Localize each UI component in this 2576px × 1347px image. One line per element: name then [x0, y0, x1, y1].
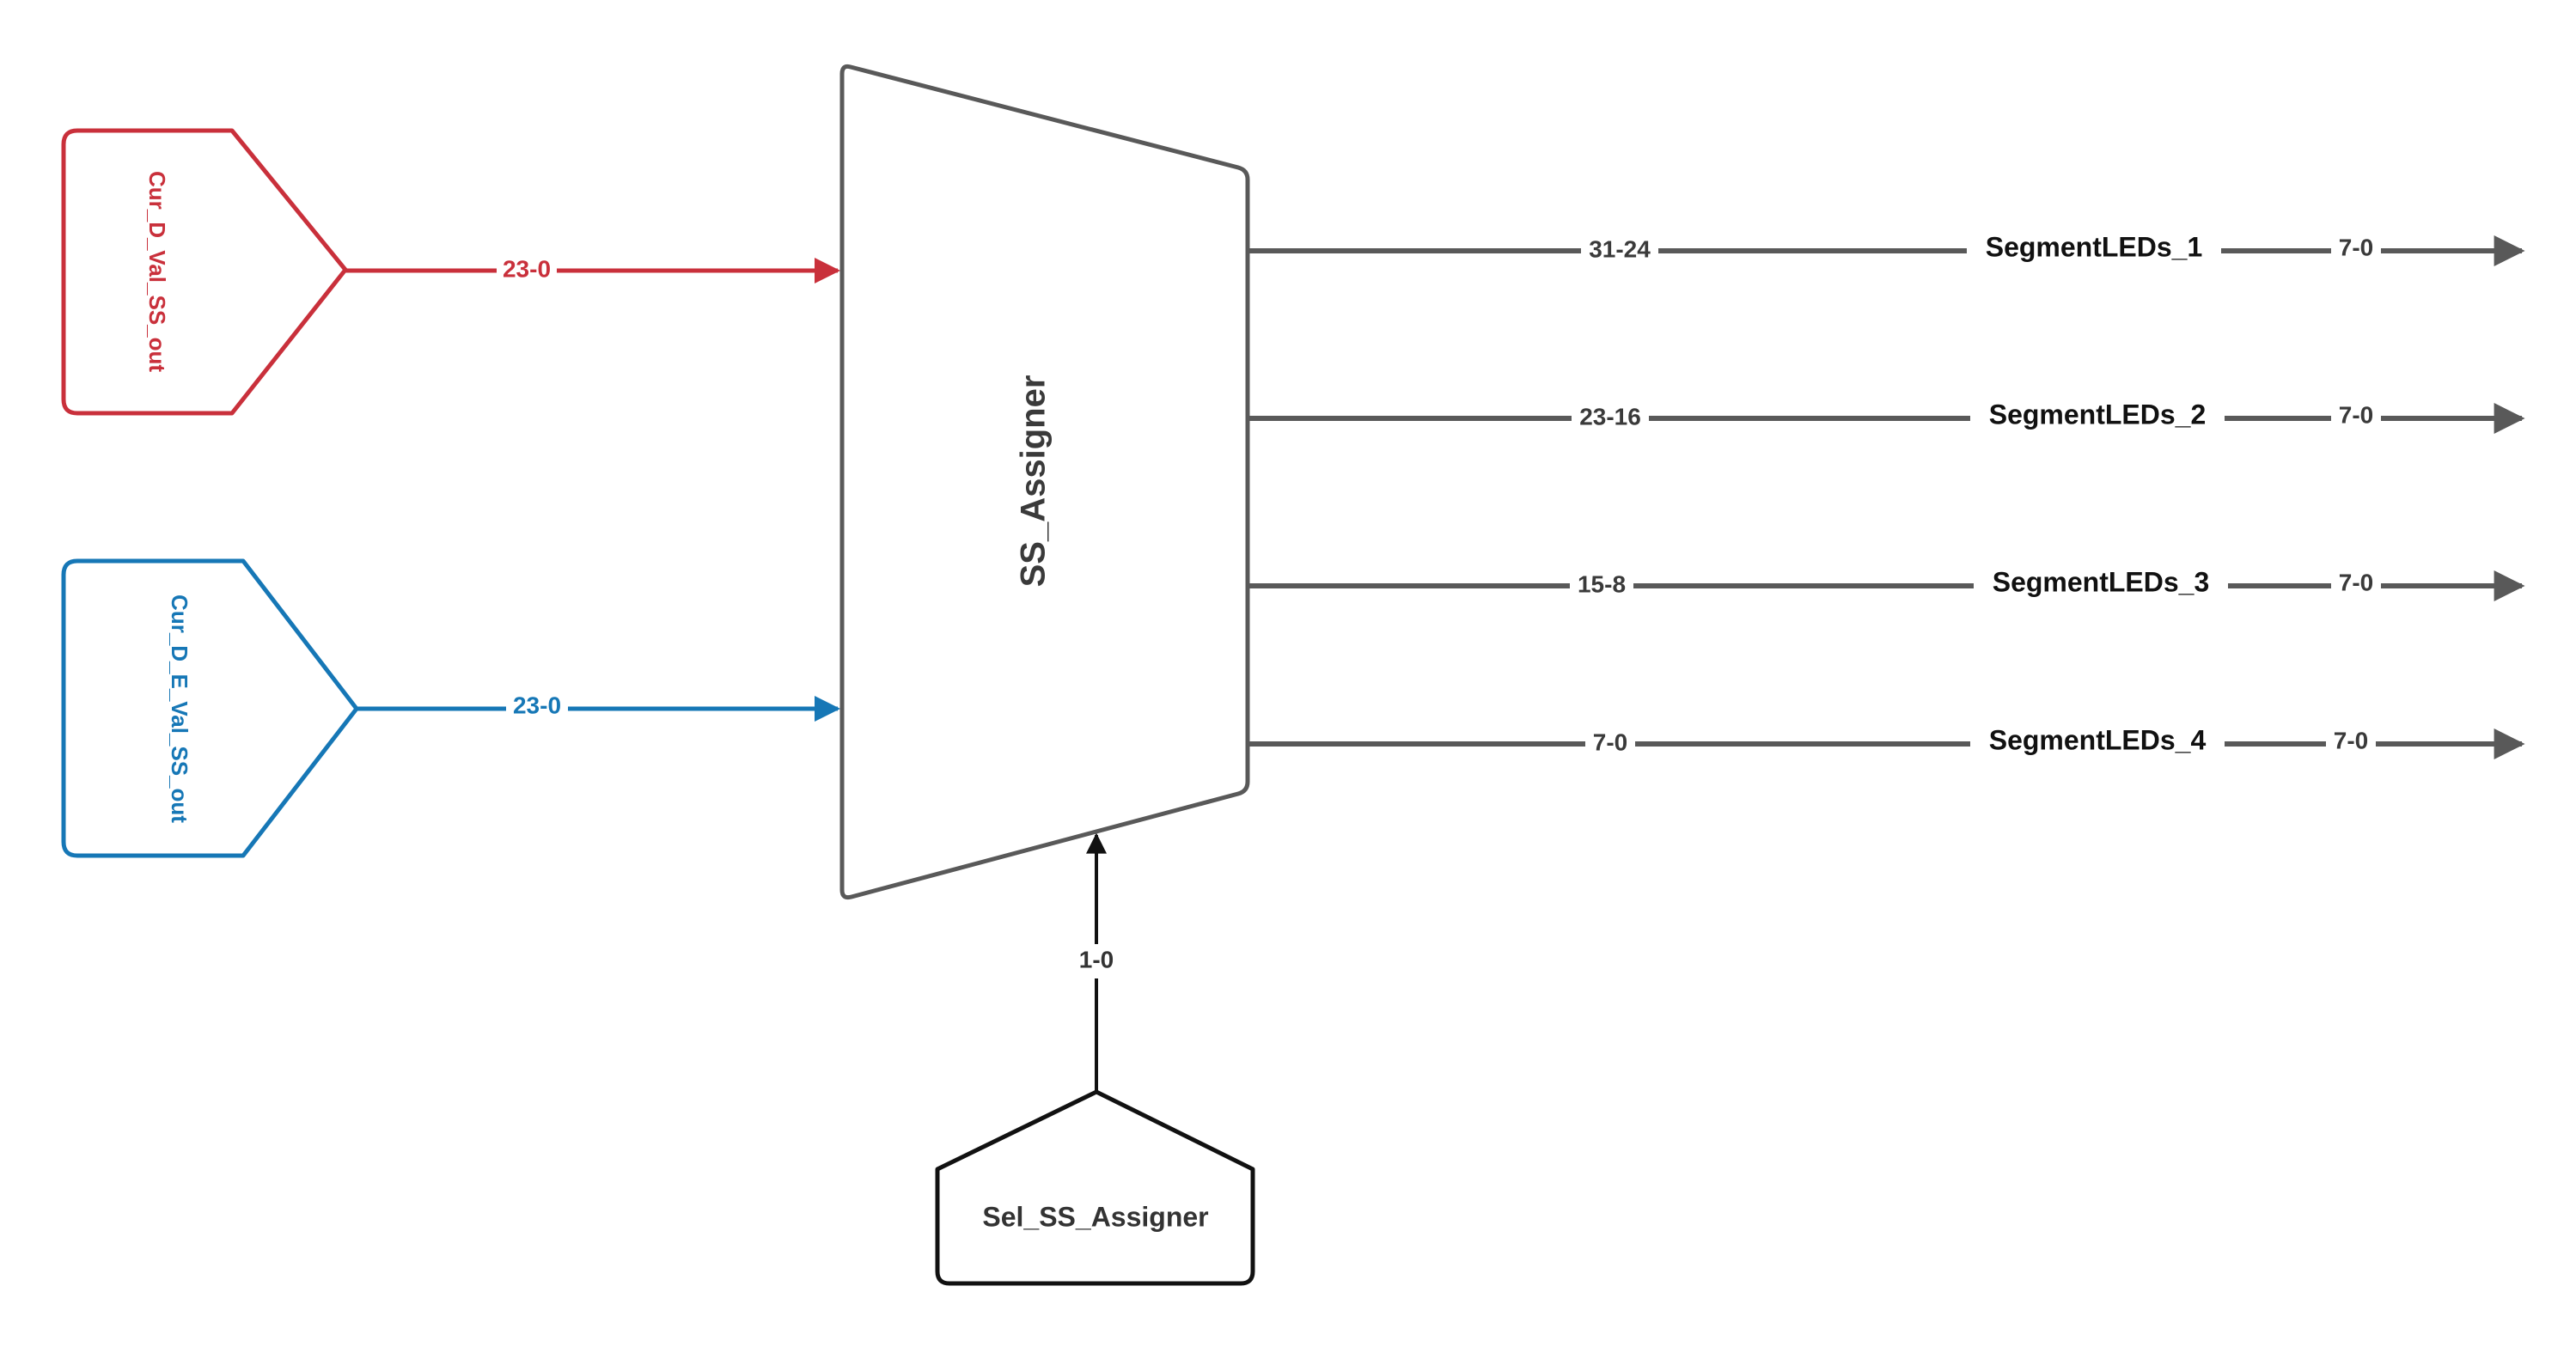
output-3: 15-8 SegmentLEDs_3 7-0 [1248, 566, 2525, 605]
input-port-cur-d-e-val-label: Cur_D_E_Val_SS_out [167, 594, 192, 823]
wire-cur-d-val: 23-0 [345, 255, 840, 284]
output-1-outbits-label: 7-0 [2339, 234, 2373, 260]
output-2-name-bg [1970, 399, 2225, 437]
output-1-name-label: SegmentLEDs_1 [1986, 231, 2203, 262]
output-4: 7-0 SegmentLEDs_4 7-0 [1248, 724, 2525, 763]
output-4-outbits-label: 7-0 [2334, 727, 2368, 753]
mux-ss-assigner-shape [839, 64, 1250, 900]
input-port-cur-d-val[interactable]: Cur_D_Val_SS_out [61, 128, 348, 416]
output-4-outbits-bg [2326, 728, 2376, 759]
input-port-cur-d-e-val[interactable]: Cur_D_E_Val_SS_out [61, 558, 359, 858]
wire-cur-d-e-val-label-bg [506, 693, 568, 722]
wire-select: 1-0 [1069, 832, 1124, 1092]
output-1-outbits-bg [2331, 235, 2381, 266]
output-2-name-label: SegmentLEDs_2 [1989, 399, 2207, 430]
input-port-cur-d-val-shape [61, 128, 348, 416]
output-3-bits-bg [1570, 570, 1633, 601]
output-3-bits-label: 15-8 [1578, 570, 1626, 597]
wire-cur-d-val-label-bg [497, 255, 557, 284]
select-port-shape [935, 1089, 1255, 1286]
wire-select-bus-label: 1-0 [1079, 946, 1114, 972]
output-4-name-label: SegmentLEDs_4 [1989, 724, 2207, 755]
output-wires: 31-24 SegmentLEDs_1 7-0 23-16 SegmentLEDs_2 7… [1248, 231, 2525, 763]
output-1-name-bg [1967, 232, 2221, 270]
output-2-bits-label: 23-16 [1579, 403, 1641, 430]
input-port-cur-d-val-label: Cur_D_Val_SS_out [144, 171, 170, 372]
output-2-outbits-bg [2331, 403, 2381, 434]
output-2: 23-16 SegmentLEDs_2 7-0 [1248, 399, 2525, 437]
mux-ss-assigner-label: SS_Assigner [1015, 375, 1053, 588]
select-port-label: Sel_SS_Assigner [982, 1201, 1208, 1232]
output-4-bits-label: 7-0 [1593, 728, 1627, 755]
output-2-outbits-label: 7-0 [2339, 401, 2373, 428]
wire-cur-d-e-val-bus-label: 23-0 [513, 692, 561, 718]
output-1-bits-bg [1581, 235, 1658, 266]
output-1-bits-label: 31-24 [1589, 235, 1651, 262]
wire-select-label-bg [1069, 944, 1124, 978]
wire-cur-d-val-bus-label: 23-0 [503, 255, 551, 282]
input-port-cur-d-e-val-shape [61, 558, 359, 858]
output-4-bits-bg [1585, 728, 1635, 759]
output-3-outbits-label: 7-0 [2339, 569, 2373, 595]
select-port-sel-ss-assigner[interactable]: Sel_SS_Assigner [935, 1089, 1255, 1286]
output-3-name-bg [1974, 567, 2228, 605]
output-4-name-bg [1970, 725, 2225, 763]
output-1: 31-24 SegmentLEDs_1 7-0 [1248, 231, 2525, 270]
output-2-bits-bg [1572, 403, 1649, 434]
mux-ss-assigner[interactable]: SS_Assigner [839, 64, 1250, 900]
output-3-outbits-bg [2331, 570, 2381, 601]
output-3-name-label: SegmentLEDs_3 [1993, 566, 2210, 597]
wire-cur-d-e-val: 23-0 [357, 692, 840, 722]
